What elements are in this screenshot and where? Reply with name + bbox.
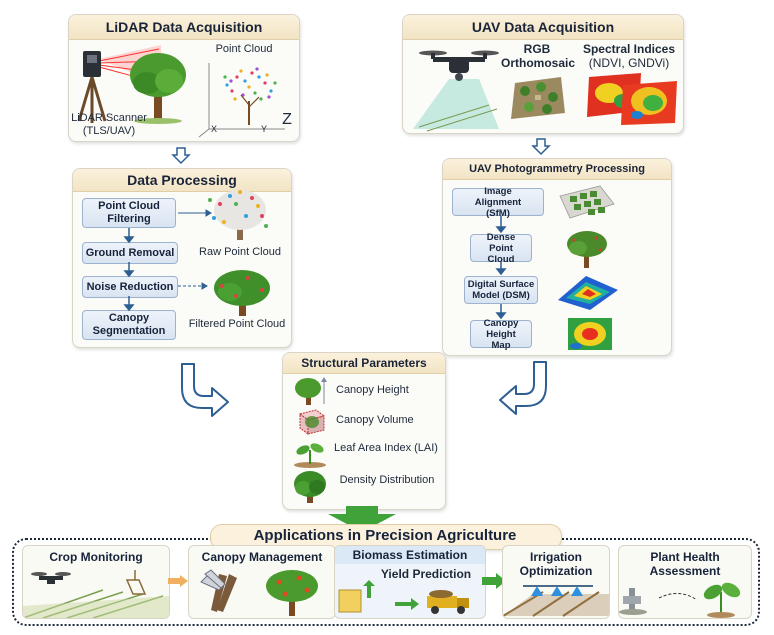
canopy-management-label: Canopy Management xyxy=(201,550,323,564)
filtered-point-cloud-tree-icon xyxy=(214,270,270,316)
uav-acquisition-panel: UAV Data Acquisition RGB Orthomosaic Spe… xyxy=(402,14,684,134)
yield-prediction-icon xyxy=(338,580,469,614)
filtered-point-cloud-label: Filtered Point Cloud xyxy=(188,318,286,330)
lidar-to-structural-arrow-icon xyxy=(181,363,229,417)
data-processing-title: Data Processing xyxy=(73,169,291,192)
uav-acquisition-title: UAV Data Acquisition xyxy=(403,15,683,40)
uav-to-structural-arrow-icon xyxy=(499,361,547,415)
lidar-acquisition-title: LiDAR Data Acquisition xyxy=(69,15,299,40)
crop-monitoring-drone-icon xyxy=(23,570,169,618)
raw-point-cloud-tree-icon xyxy=(208,190,268,240)
photogrammetry-title: UAV Photogrammetry Processing xyxy=(443,159,671,180)
app-arrow-3-icon xyxy=(482,573,506,589)
photogrammetry-flow-arrows-icon xyxy=(495,216,507,320)
dsm-surface-icon xyxy=(558,276,618,310)
step-canopy-height-map: Canopy Height Map xyxy=(470,318,532,351)
app-card-crop-monitoring: Crop Monitoring xyxy=(22,545,170,619)
crop-monitoring-label: Crop Monitoring xyxy=(49,550,143,564)
canopy-volume-cube-icon xyxy=(298,409,326,435)
biomass-estimation-label: Biomass Estimation xyxy=(335,546,485,564)
irrigation-sprinkler-icon xyxy=(503,585,609,617)
irrigation-optimization-label: Irrigation Optimization xyxy=(519,550,593,578)
step-digital-surface-model: Digital Surface Model (DSM) xyxy=(464,276,538,304)
processing-flow-arrows-icon xyxy=(123,209,212,312)
step-point-cloud-filtering: Point Cloud Filtering xyxy=(82,198,176,228)
density-distribution-label: Density Distribution xyxy=(339,474,435,486)
point-cloud-plot-icon xyxy=(198,63,285,138)
rgb-label-2: Orthomosaic xyxy=(501,56,576,70)
sfm-image-grid-icon xyxy=(559,185,615,219)
plant-health-assessment-label: Plant Health Assessment xyxy=(649,550,721,578)
leaf-area-index-label: Leaf Area Index (LAI) xyxy=(334,442,438,454)
spectral-label-2: (NDVI, GNDVi) xyxy=(588,56,670,70)
uav-down-arrow-icon xyxy=(531,138,551,156)
axis-z-label: Z xyxy=(282,111,292,128)
canopy-height-map-icon xyxy=(568,318,612,350)
step-image-alignment: Image Alignment (SfM) xyxy=(452,186,544,219)
applications-title: Applications in Precision Agriculture xyxy=(253,527,517,544)
axis-x-label: X xyxy=(210,124,217,134)
drone-icon xyxy=(413,50,499,132)
density-distribution-tree-icon xyxy=(294,471,326,503)
step-canopy-segmentation: Canopy Segmentation xyxy=(82,310,176,340)
lidar-down-arrow-icon xyxy=(171,147,191,165)
canopy-height-label: Canopy Height xyxy=(336,384,409,396)
structural-parameters-title: Structural Parameters xyxy=(283,353,445,374)
yield-prediction-label: Yield Prediction xyxy=(380,567,472,581)
lidar-scanner-label: LiDAR Scanner xyxy=(71,112,147,124)
axis-y-label: Y xyxy=(260,124,267,134)
lidar-scanner-sub-label: (TLS/UAV) xyxy=(82,125,136,137)
rgb-label-1: RGB xyxy=(523,42,551,56)
spectral-label-1: Spectral Indices xyxy=(582,42,676,56)
step-ground-removal: Ground Removal xyxy=(82,242,178,264)
step-noise-reduction: Noise Reduction xyxy=(82,276,178,298)
rgb-orthomosaic-icon xyxy=(511,77,565,119)
canopy-volume-label: Canopy Volume xyxy=(336,414,414,426)
point-cloud-label: Point Cloud xyxy=(215,43,273,55)
leaf-area-index-sprout-icon xyxy=(294,443,326,468)
app-card-plant-health-assessment: Plant Health Assessment xyxy=(618,545,752,619)
plant-health-leaf-icon xyxy=(619,582,741,618)
dense-cloud-tree-icon xyxy=(567,231,607,268)
app-card-irrigation-optimization: Irrigation Optimization xyxy=(502,545,610,619)
pruning-shears-tree-icon xyxy=(200,569,318,616)
lidar-scanner-icon xyxy=(77,45,186,124)
structural-to-applications-arrow-icon xyxy=(328,506,396,532)
app-card-canopy-management: Canopy Management xyxy=(188,545,336,619)
canopy-height-tree-icon xyxy=(295,377,327,405)
raw-point-cloud-label: Raw Point Cloud xyxy=(199,246,281,258)
app-card-biomass-estimation: Biomass Estimation Yield Prediction xyxy=(334,545,486,619)
lidar-acquisition-panel: LiDAR Data Acquisition LiDAR Scanner (TL… xyxy=(68,14,300,142)
app-arrow-1-icon xyxy=(168,575,188,587)
step-dense-point-cloud: Dense Point Cloud xyxy=(470,232,532,265)
spectral-indices-icon xyxy=(587,73,677,125)
